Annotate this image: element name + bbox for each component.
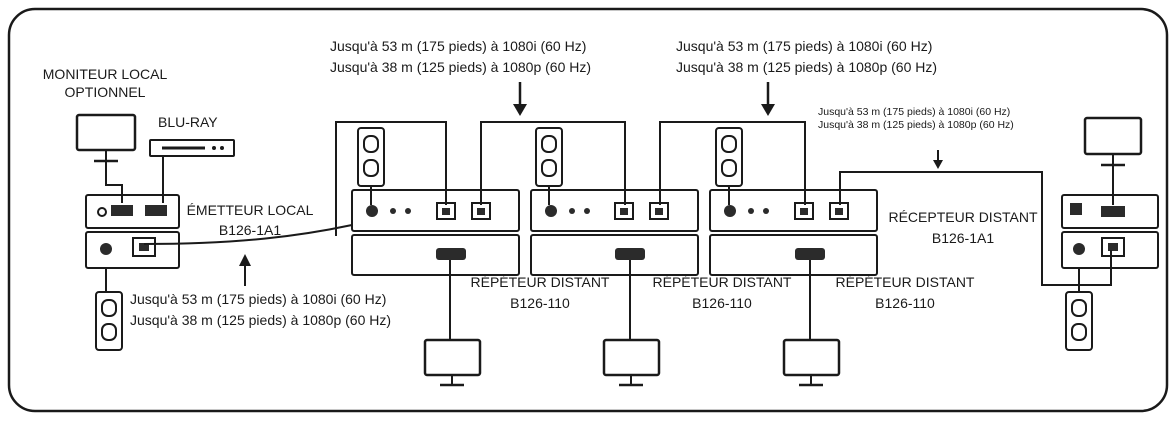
local-transmitter-icon bbox=[85, 194, 180, 269]
remote-monitor-icon bbox=[1083, 116, 1143, 167]
local-monitor-icon bbox=[75, 113, 137, 163]
repeater-3-icon bbox=[709, 189, 878, 276]
arrow-down-link4 bbox=[933, 150, 943, 169]
distance-link1-line1: Jusqu'à 53 m (175 pieds) à 1080i (60 Hz) bbox=[130, 291, 387, 307]
cat-cable-transmitter-repeater1 bbox=[143, 121, 447, 245]
cat-cable-repeater3-receiver bbox=[839, 171, 1112, 286]
repeater-1-monitor-icon bbox=[423, 338, 482, 387]
local-monitor-label: MONITEUR LOCAL OPTIONNEL bbox=[42, 66, 168, 100]
diagram-frame bbox=[7, 7, 1169, 413]
repeater-1-name: RÉPÉTEUR DISTANT bbox=[470, 274, 610, 290]
transmitter-model: B126-1A1 bbox=[218, 222, 282, 238]
receiver-outlet-icon bbox=[1065, 291, 1093, 351]
repeater-2-monitor-icon bbox=[602, 338, 661, 387]
power-outlet-icon bbox=[95, 291, 123, 351]
repeater-2-name: RÉPÉTEUR DISTANT bbox=[652, 274, 792, 290]
repeater-2-icon bbox=[530, 189, 699, 276]
repeater-3-monitor-icon bbox=[782, 338, 841, 387]
distance-link4-line2: Jusqu'à 38 m (125 pieds) à 1080p (60 Hz) bbox=[818, 119, 1014, 131]
distance-link3-line1: Jusqu'à 53 m (175 pieds) à 1080i (60 Hz) bbox=[676, 38, 933, 54]
receiver-name: RÉCEPTEUR DISTANT bbox=[888, 209, 1038, 225]
bluray-player-icon bbox=[149, 139, 235, 157]
distance-link1-line2: Jusqu'à 38 m (125 pieds) à 1080p (60 Hz) bbox=[130, 312, 392, 328]
distance-link2-line2: Jusqu'à 38 m (125 pieds) à 1080p (60 Hz) bbox=[330, 59, 592, 75]
repeater-2-model: B126-110 bbox=[692, 295, 752, 311]
hdmi-cable-monitor bbox=[105, 161, 123, 203]
repeater-1-outlet-icon bbox=[357, 127, 385, 187]
bluray-label: BLU-RAY bbox=[158, 114, 218, 130]
arrow-up-link1 bbox=[239, 254, 251, 286]
distance-link4-line1: Jusqu'à 53 m (175 pieds) à 1080i (60 Hz) bbox=[818, 106, 1011, 118]
distance-link2-line1: Jusqu'à 53 m (175 pieds) à 1080i (60 Hz) bbox=[330, 38, 587, 54]
repeater-1-model: B126-110 bbox=[510, 295, 570, 311]
transmitter-name: ÉMETTEUR LOCAL bbox=[186, 202, 314, 218]
repeater-3-name: RÉPÉTEUR DISTANT bbox=[835, 274, 975, 290]
receiver-model: B126-1A1 bbox=[931, 230, 995, 246]
repeater-3-model: B126-110 bbox=[875, 295, 935, 311]
repeater-1-icon bbox=[351, 189, 520, 276]
distance-link3-line2: Jusqu'à 38 m (125 pieds) à 1080p (60 Hz) bbox=[676, 59, 938, 75]
repeater-2-outlet-icon bbox=[535, 127, 563, 187]
arrow-down-link3 bbox=[761, 82, 775, 116]
repeater-3-outlet-icon bbox=[715, 127, 743, 187]
cat-cable-repeater2-repeater3 bbox=[659, 121, 806, 205]
arrow-down-link2 bbox=[513, 82, 527, 116]
cat-cable-repeater1-repeater2 bbox=[480, 121, 626, 205]
